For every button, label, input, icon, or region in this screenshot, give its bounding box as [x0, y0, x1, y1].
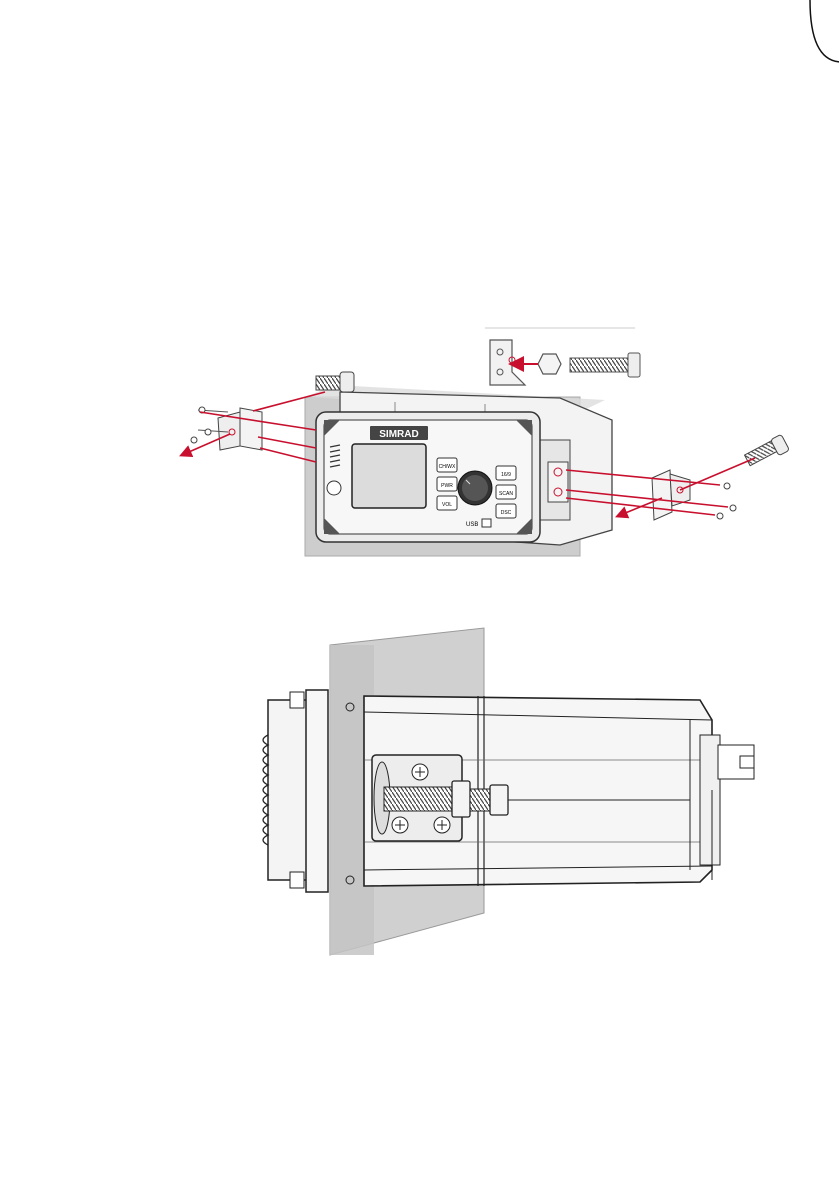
- lcd-screen: [352, 444, 426, 508]
- side-view-mount-diagram: [263, 628, 754, 955]
- corner-mark: [810, 0, 839, 62]
- button-label-3: VOL: [442, 502, 452, 508]
- exploded-mount-diagram: SIMRAD CH/WX PWR VOL 16/9 SCAN DSC USB: [182, 328, 790, 556]
- button-label-5: SCAN: [499, 491, 513, 497]
- rear-connector-plate: [700, 735, 720, 865]
- button-label-4: 16/9: [501, 472, 511, 478]
- front-bezel-side: [268, 700, 308, 880]
- button-label-2: PWR: [441, 483, 453, 489]
- button-label-6: DSC: [501, 510, 512, 516]
- inset-bracket-detail: [485, 328, 640, 385]
- mic-socket: [327, 481, 341, 495]
- usb-label: USB: [466, 522, 478, 528]
- brand-label: SIMRAD: [379, 429, 418, 440]
- button-label-1: CH/WX: [439, 464, 456, 470]
